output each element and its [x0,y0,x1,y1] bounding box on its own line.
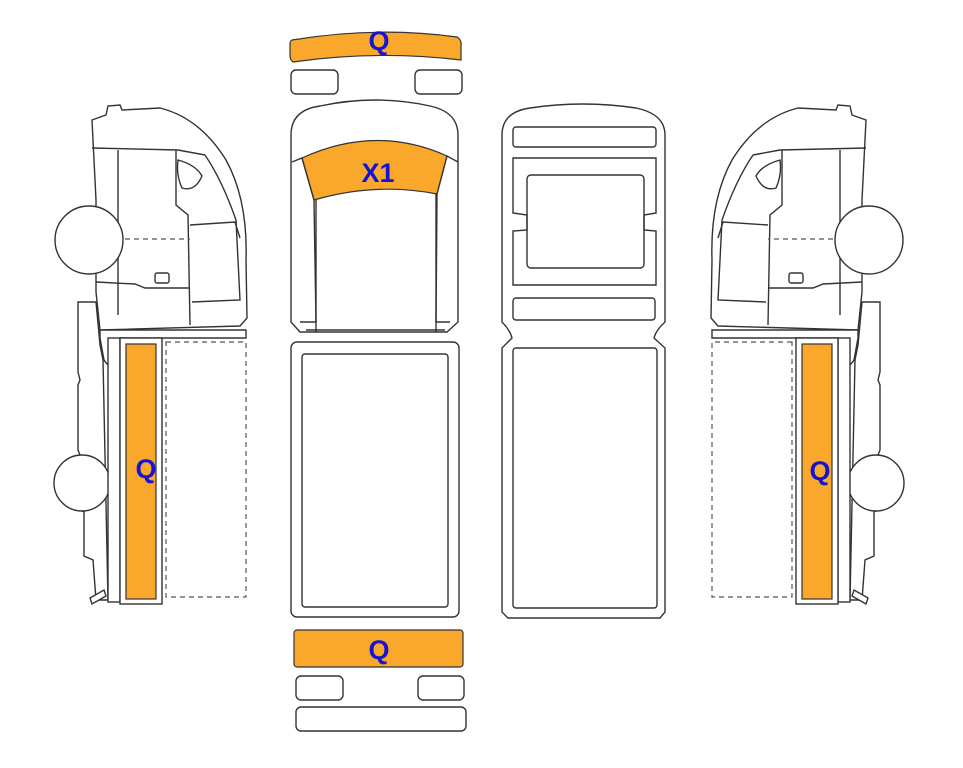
cargo-body-outline-dashed [165,341,247,598]
damage-label-rear-bumper: Q [368,635,389,665]
mirror-left [290,69,339,95]
roof-view [501,103,666,619]
damage-area-front-bumper [289,31,462,63]
cargo-body-top [290,341,460,618]
left-side-view [53,104,248,606]
damage-area-rear-bumper [293,629,464,668]
damage-label-right-body: Q [809,456,830,486]
front-wheel [54,205,124,275]
damage-label-left-body: Q [135,454,156,484]
damage-area-left-body [125,343,157,600]
damage-label-windshield: X1 [361,158,394,188]
rear-wheel [53,454,111,512]
tail-light-right [417,675,465,701]
top-view [289,31,467,732]
tail-light-left [295,675,344,701]
rear-step [295,706,467,732]
mirror-right [414,69,463,95]
right-side-view [710,104,905,605]
damage-label-front-bumper: Q [368,26,389,56]
